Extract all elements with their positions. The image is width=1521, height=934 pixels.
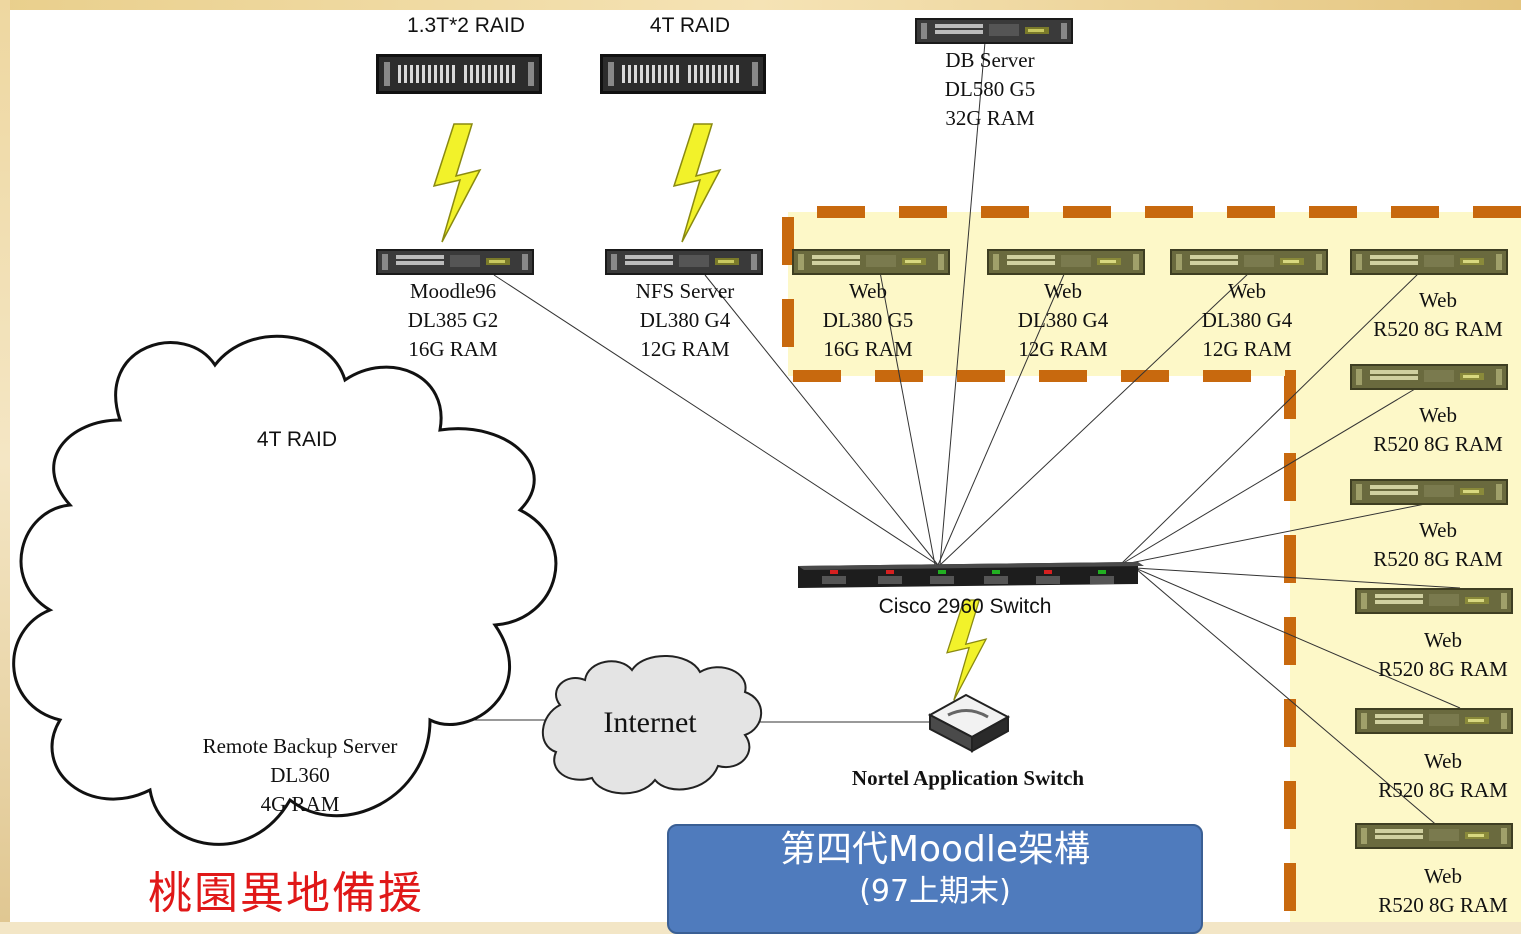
nfs-server-icon xyxy=(605,249,763,275)
lightning-link-moodle xyxy=(433,123,481,243)
raid-array-moodle xyxy=(376,54,542,94)
web-top-2-model: DL380 G4 xyxy=(1018,308,1109,332)
internet-cloud-icon xyxy=(541,655,763,795)
raid-label-moodle: 1.3T*2 RAID xyxy=(407,14,525,37)
web-top-3-ram: 12G RAM xyxy=(1202,337,1292,361)
web-right-5-spec: R520 8G RAM xyxy=(1378,893,1508,917)
background-strip-top xyxy=(0,0,1521,10)
web-server-right-2-icon xyxy=(1350,479,1508,505)
web-right-3-name: Web xyxy=(1424,628,1462,652)
web-right-4-name: Web xyxy=(1424,749,1462,773)
caption-subtitle: (97上期末) xyxy=(859,874,1011,909)
web-right-3-spec: R520 8G RAM xyxy=(1378,657,1508,681)
cisco-switch-label: Cisco 2960 Switch xyxy=(879,595,1052,618)
web-right-5-name: Web xyxy=(1424,864,1462,888)
web-server-top-3-icon xyxy=(1170,249,1328,275)
lightning-link-nfs xyxy=(673,123,721,243)
nfs-server-ram: 12G RAM xyxy=(640,337,730,361)
web-top-4-spec: R520 8G RAM xyxy=(1373,317,1503,341)
web-server-top-4-icon xyxy=(1350,249,1508,275)
web-top-1-name: Web xyxy=(849,279,887,303)
web-server-right-4-icon xyxy=(1355,708,1513,734)
web-server-right-5-icon xyxy=(1355,823,1513,849)
cisco-switch-icon xyxy=(798,562,1144,588)
web-zone-dashed-border xyxy=(782,206,1521,922)
web-top-2-name: Web xyxy=(1044,279,1082,303)
connection-lines xyxy=(380,41,1461,829)
web-server-top-2-icon xyxy=(987,249,1145,275)
web-top-1-ram: 16G RAM xyxy=(823,337,913,361)
web-server-right-1-icon xyxy=(1350,364,1508,390)
web-zone-fill xyxy=(788,212,1521,922)
moodle-server-name: Moodle96 xyxy=(410,279,496,303)
db-server-model: DL580 G5 xyxy=(945,77,1035,101)
background-strip-left xyxy=(0,0,10,922)
web-right-4-spec: R520 8G RAM xyxy=(1378,778,1508,802)
backup-server-ram: 4G RAM xyxy=(261,792,340,816)
backup-server-name: Remote Backup Server xyxy=(203,734,398,758)
web-top-3-name: Web xyxy=(1228,279,1266,303)
slide-caption-box: 第四代Moodle架構 (97上期末) xyxy=(667,824,1203,934)
nfs-server-name: NFS Server xyxy=(636,279,735,303)
caption-title: 第四代Moodle架構 xyxy=(779,829,1091,870)
remote-site-cloud xyxy=(12,334,558,846)
db-server-icon xyxy=(915,18,1073,44)
internet-label: Internet xyxy=(603,706,697,739)
web-right-1-spec: R520 8G RAM xyxy=(1373,432,1503,456)
web-right-1-name: Web xyxy=(1419,403,1457,427)
moodle-server-icon xyxy=(376,249,534,275)
nortel-switch-icon xyxy=(927,693,1011,753)
raid-label-nfs: 4T RAID xyxy=(650,14,730,37)
backup-server-model: DL360 xyxy=(270,763,330,787)
web-top-2-ram: 12G RAM xyxy=(1018,337,1108,361)
moodle-server-model: DL385 G2 xyxy=(408,308,498,332)
web-top-4-name: Web xyxy=(1419,288,1457,312)
db-server-name: DB Server xyxy=(945,48,1034,72)
remote-site-label: 桃園異地備援 xyxy=(148,868,424,919)
web-top-1-model: DL380 G5 xyxy=(823,308,913,332)
nortel-switch-label: Nortel Application Switch xyxy=(852,766,1084,790)
web-server-top-1-icon xyxy=(792,249,950,275)
raid-array-nfs xyxy=(600,54,766,94)
web-right-2-name: Web xyxy=(1419,518,1457,542)
moodle-server-ram: 16G RAM xyxy=(408,337,498,361)
web-server-right-3-icon xyxy=(1355,588,1513,614)
web-top-3-model: DL380 G4 xyxy=(1202,308,1293,332)
raid-label-backup: 4T RAID xyxy=(257,428,337,451)
db-server-ram: 32G RAM xyxy=(945,106,1035,130)
nfs-server-model: DL380 G4 xyxy=(640,308,731,332)
web-right-2-spec: R520 8G RAM xyxy=(1373,547,1503,571)
